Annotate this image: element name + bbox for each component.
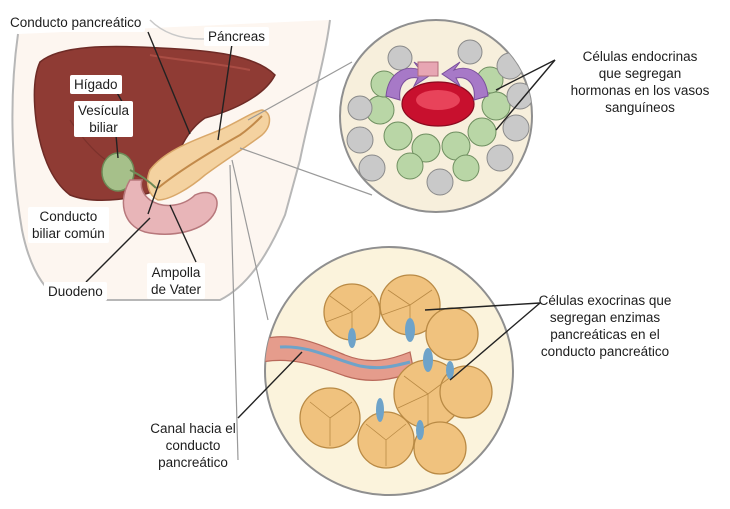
- label-duodeno: Duodeno: [44, 282, 107, 301]
- label-endocrinas-line2: que segregan: [560, 65, 720, 82]
- label-ampolla-de-vater: Ampolla de Vater: [147, 263, 205, 299]
- label-exocrinas-line1: Células exocrinas que: [520, 292, 690, 309]
- label-endocrinas-line4: sanguíneos: [560, 99, 720, 116]
- label-canal-hacia-conducto: Canal hacia el conducto pancreático: [138, 420, 248, 471]
- label-vesicula-line2: biliar: [78, 119, 129, 136]
- label-vesicula-line1: Vesícula: [78, 102, 129, 119]
- label-celulas-endocrinas: Células endocrinas que segregan hormonas…: [560, 48, 720, 116]
- acini-zoom-circle: [260, 247, 513, 495]
- label-endocrinas-line1: Células endocrinas: [560, 48, 720, 65]
- label-canal-line2: conducto: [138, 437, 248, 454]
- label-celulas-exocrinas: Células exocrinas que segregan enzimas p…: [520, 292, 690, 360]
- label-conducto-biliar-line1: Conducto: [32, 208, 105, 225]
- label-ampolla-line2: de Vater: [151, 281, 201, 298]
- label-higado: Hígado: [70, 75, 122, 94]
- label-exocrinas-line4: conducto pancreático: [520, 343, 690, 360]
- label-ampolla-line1: Ampolla: [151, 264, 201, 281]
- label-conducto-pancreatico: Conducto pancreático: [6, 13, 145, 32]
- label-canal-line1: Canal hacia el: [138, 420, 248, 437]
- label-endocrinas-line3: hormonas en los vasos: [560, 82, 720, 99]
- label-conducto-biliar-line2: biliar común: [32, 225, 105, 242]
- label-conducto-biliar-comun: Conducto biliar común: [28, 207, 109, 243]
- label-exocrinas-line2: segregan enzimas: [520, 309, 690, 326]
- label-exocrinas-line3: pancreáticas en el: [520, 326, 690, 343]
- islet-zoom-circle: [340, 20, 533, 212]
- label-pancreas: Páncreas: [204, 27, 269, 46]
- label-vesicula-biliar: Vesícula biliar: [74, 101, 133, 137]
- label-canal-line3: pancreático: [138, 454, 248, 471]
